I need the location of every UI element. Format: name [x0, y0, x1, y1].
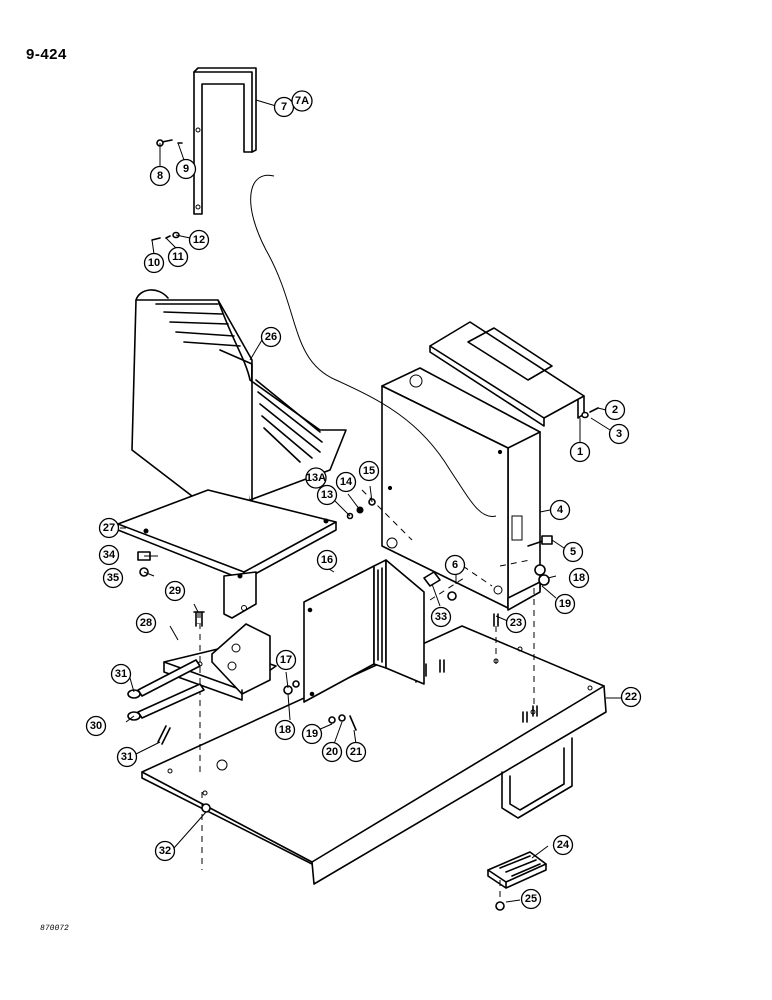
- svg-text:31: 31: [115, 668, 127, 680]
- callout-35: 35: [102, 567, 124, 589]
- callout-13a: 13A: [305, 467, 327, 489]
- callout-3: 3: [608, 423, 630, 445]
- callout-7: 7: [273, 96, 295, 118]
- svg-text:13A: 13A: [306, 472, 326, 484]
- callout-33: 33: [430, 606, 452, 628]
- callout-34: 34: [98, 544, 120, 566]
- callout-25: 25: [520, 888, 542, 910]
- svg-text:30: 30: [90, 720, 102, 732]
- svg-text:3: 3: [616, 428, 622, 440]
- svg-text:6: 6: [452, 559, 458, 571]
- svg-text:7: 7: [281, 101, 287, 113]
- svg-text:8: 8: [157, 170, 163, 182]
- svg-text:20: 20: [326, 746, 338, 758]
- callout-9: 9: [175, 158, 197, 180]
- callout-11: 11: [167, 246, 189, 268]
- callout-27: 27: [98, 517, 120, 539]
- svg-text:24: 24: [557, 839, 570, 851]
- svg-text:12: 12: [193, 234, 205, 246]
- callout-24: 24: [552, 834, 574, 856]
- svg-text:4: 4: [557, 504, 564, 516]
- pins: [127, 659, 205, 745]
- svg-text:31: 31: [121, 751, 133, 763]
- svg-text:14: 14: [340, 476, 353, 488]
- svg-text:18: 18: [573, 572, 585, 584]
- callout-7a: 7A: [291, 90, 313, 112]
- svg-text:16: 16: [321, 554, 333, 566]
- svg-text:23: 23: [510, 617, 522, 629]
- callout-22: 22: [620, 686, 642, 708]
- callout-1: 1: [569, 441, 591, 463]
- callout-17: 17: [275, 649, 297, 671]
- svg-text:32: 32: [159, 845, 171, 857]
- callout-19-lower: 19: [301, 723, 323, 745]
- svg-text:19: 19: [559, 598, 571, 610]
- svg-text:33: 33: [435, 611, 447, 623]
- svg-text:19: 19: [306, 728, 318, 740]
- svg-text:29: 29: [169, 585, 181, 597]
- callout-8: 8: [149, 165, 171, 187]
- svg-text:26: 26: [265, 331, 277, 343]
- callout-15: 15: [358, 460, 380, 482]
- callout-18-lower: 18: [274, 719, 296, 741]
- svg-text:13: 13: [321, 489, 333, 501]
- svg-text:21: 21: [350, 746, 362, 758]
- console-cover: [429, 321, 585, 427]
- svg-text:5: 5: [570, 546, 576, 558]
- callout-31-upper: 31: [110, 663, 132, 685]
- svg-text:34: 34: [103, 549, 116, 561]
- floor-plate: [141, 625, 607, 885]
- callout-14: 14: [335, 471, 357, 493]
- callout-23: 23: [505, 612, 527, 634]
- svg-text:15: 15: [363, 465, 375, 477]
- callout-10: 10: [143, 252, 165, 274]
- callout-16: 16: [316, 549, 338, 571]
- svg-text:27: 27: [103, 522, 115, 534]
- callout-28: 28: [135, 612, 157, 634]
- callout-21: 21: [345, 741, 367, 763]
- hinged-panel: [303, 559, 425, 703]
- callout-4: 4: [549, 499, 571, 521]
- svg-text:18: 18: [279, 724, 291, 736]
- svg-text:22: 22: [625, 691, 637, 703]
- page-code: 9-424: [26, 46, 67, 63]
- callout-31-lower: 31: [116, 746, 138, 768]
- callout-18-upper: 18: [568, 567, 590, 589]
- svg-text:2: 2: [612, 404, 618, 416]
- seat-bracket: [163, 623, 277, 701]
- svg-text:7A: 7A: [295, 95, 309, 107]
- callout-2: 2: [604, 399, 626, 421]
- seat-rail: [193, 67, 257, 215]
- svg-text:10: 10: [148, 257, 160, 269]
- callout-6: 6: [444, 554, 466, 576]
- svg-text:11: 11: [172, 251, 184, 263]
- svg-text:9: 9: [183, 163, 189, 175]
- svg-text:35: 35: [107, 572, 119, 584]
- callout-12: 12: [188, 229, 210, 251]
- seat-base-plate: [117, 489, 337, 619]
- leader-lines: [120, 99, 622, 903]
- svg-text:25: 25: [525, 893, 537, 905]
- callout-29: 29: [164, 580, 186, 602]
- svg-text:1: 1: [577, 446, 583, 458]
- console-housing: [381, 367, 541, 611]
- callout-13: 13: [316, 484, 338, 506]
- control-cable: [197, 174, 535, 900]
- svg-text:17: 17: [280, 654, 292, 666]
- callout-20: 20: [321, 741, 343, 763]
- seat: [131, 289, 347, 517]
- callout-32: 32: [154, 840, 176, 862]
- callout-26: 26: [260, 326, 282, 348]
- callout-30: 30: [85, 715, 107, 737]
- svg-text:28: 28: [140, 617, 152, 629]
- callout-19-upper: 19: [554, 593, 576, 615]
- callout-5: 5: [562, 541, 584, 563]
